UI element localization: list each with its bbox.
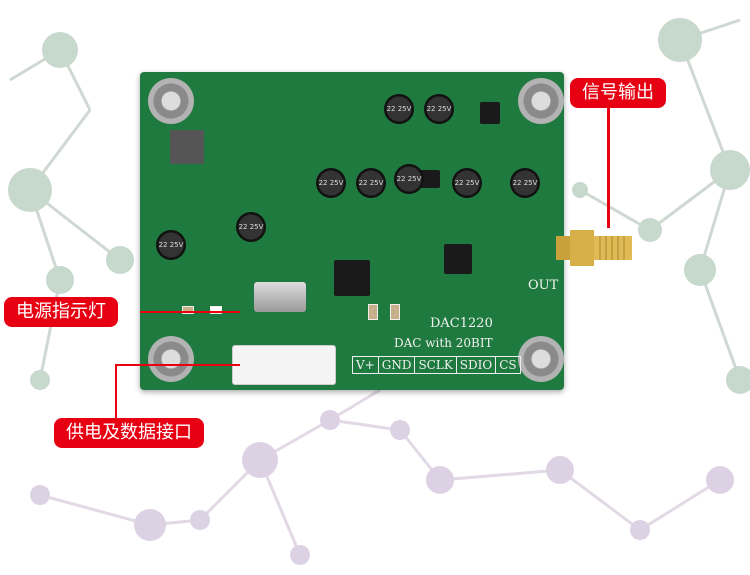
port-pointer-h: [116, 364, 240, 366]
pin-sdio: SDIO: [457, 357, 497, 373]
mounting-hole: [518, 78, 564, 124]
dac1220-board: 22 25V 22 25V 22 25V 22 25V 22 25V 22 25…: [140, 72, 564, 390]
capacitor: [368, 304, 378, 320]
electrolytic-capacitor: 22 25V: [394, 164, 424, 194]
electrolytic-capacitor: 22 25V: [156, 230, 186, 260]
power-led-d3: [210, 306, 222, 314]
board-subtitle: DAC with 20BIT: [394, 336, 493, 350]
electrolytic-capacitor: 22 25V: [316, 168, 346, 198]
pin-cs: CS: [499, 358, 517, 372]
electrolytic-capacitor: 22 25V: [236, 212, 266, 242]
power-data-connector: [232, 345, 336, 385]
crystal-oscillator: [254, 282, 306, 312]
electrolytic-capacitor: 22 25V: [452, 168, 482, 198]
inductor: [170, 130, 204, 164]
mounting-hole: [148, 78, 194, 124]
capacitor: [390, 304, 400, 320]
sma-connector: [556, 230, 632, 266]
mounting-hole: [518, 336, 564, 382]
pin-vplus: V+: [353, 357, 379, 373]
resistor-r2: [182, 306, 194, 314]
regulator-chip: [480, 102, 500, 124]
port-pointer-v: [115, 364, 117, 420]
board-model: DAC1220: [430, 316, 493, 331]
electrolytic-capacitor: 22 25V: [510, 168, 540, 198]
opamp-chip: [444, 244, 472, 274]
mounting-hole: [148, 336, 194, 382]
electrolytic-capacitor: 22 25V: [356, 168, 386, 198]
pin-labels: V+ GND SCLK SDIO CS: [352, 356, 521, 374]
electrolytic-capacitor: 22 25V: [384, 94, 414, 124]
pin-gnd: GND: [379, 357, 416, 373]
power-led-label: 电源指示灯: [4, 297, 118, 327]
power-led-pointer: [140, 311, 240, 313]
pin-sclk: SCLK: [415, 357, 457, 373]
signal-out-pointer: [607, 98, 610, 228]
out-label: OUT: [528, 278, 559, 293]
dac-chip: [334, 260, 370, 296]
electrolytic-capacitor: 22 25V: [424, 94, 454, 124]
power-data-port-label: 供电及数据接口: [54, 418, 204, 448]
signal-out-label: 信号输出: [570, 78, 666, 108]
